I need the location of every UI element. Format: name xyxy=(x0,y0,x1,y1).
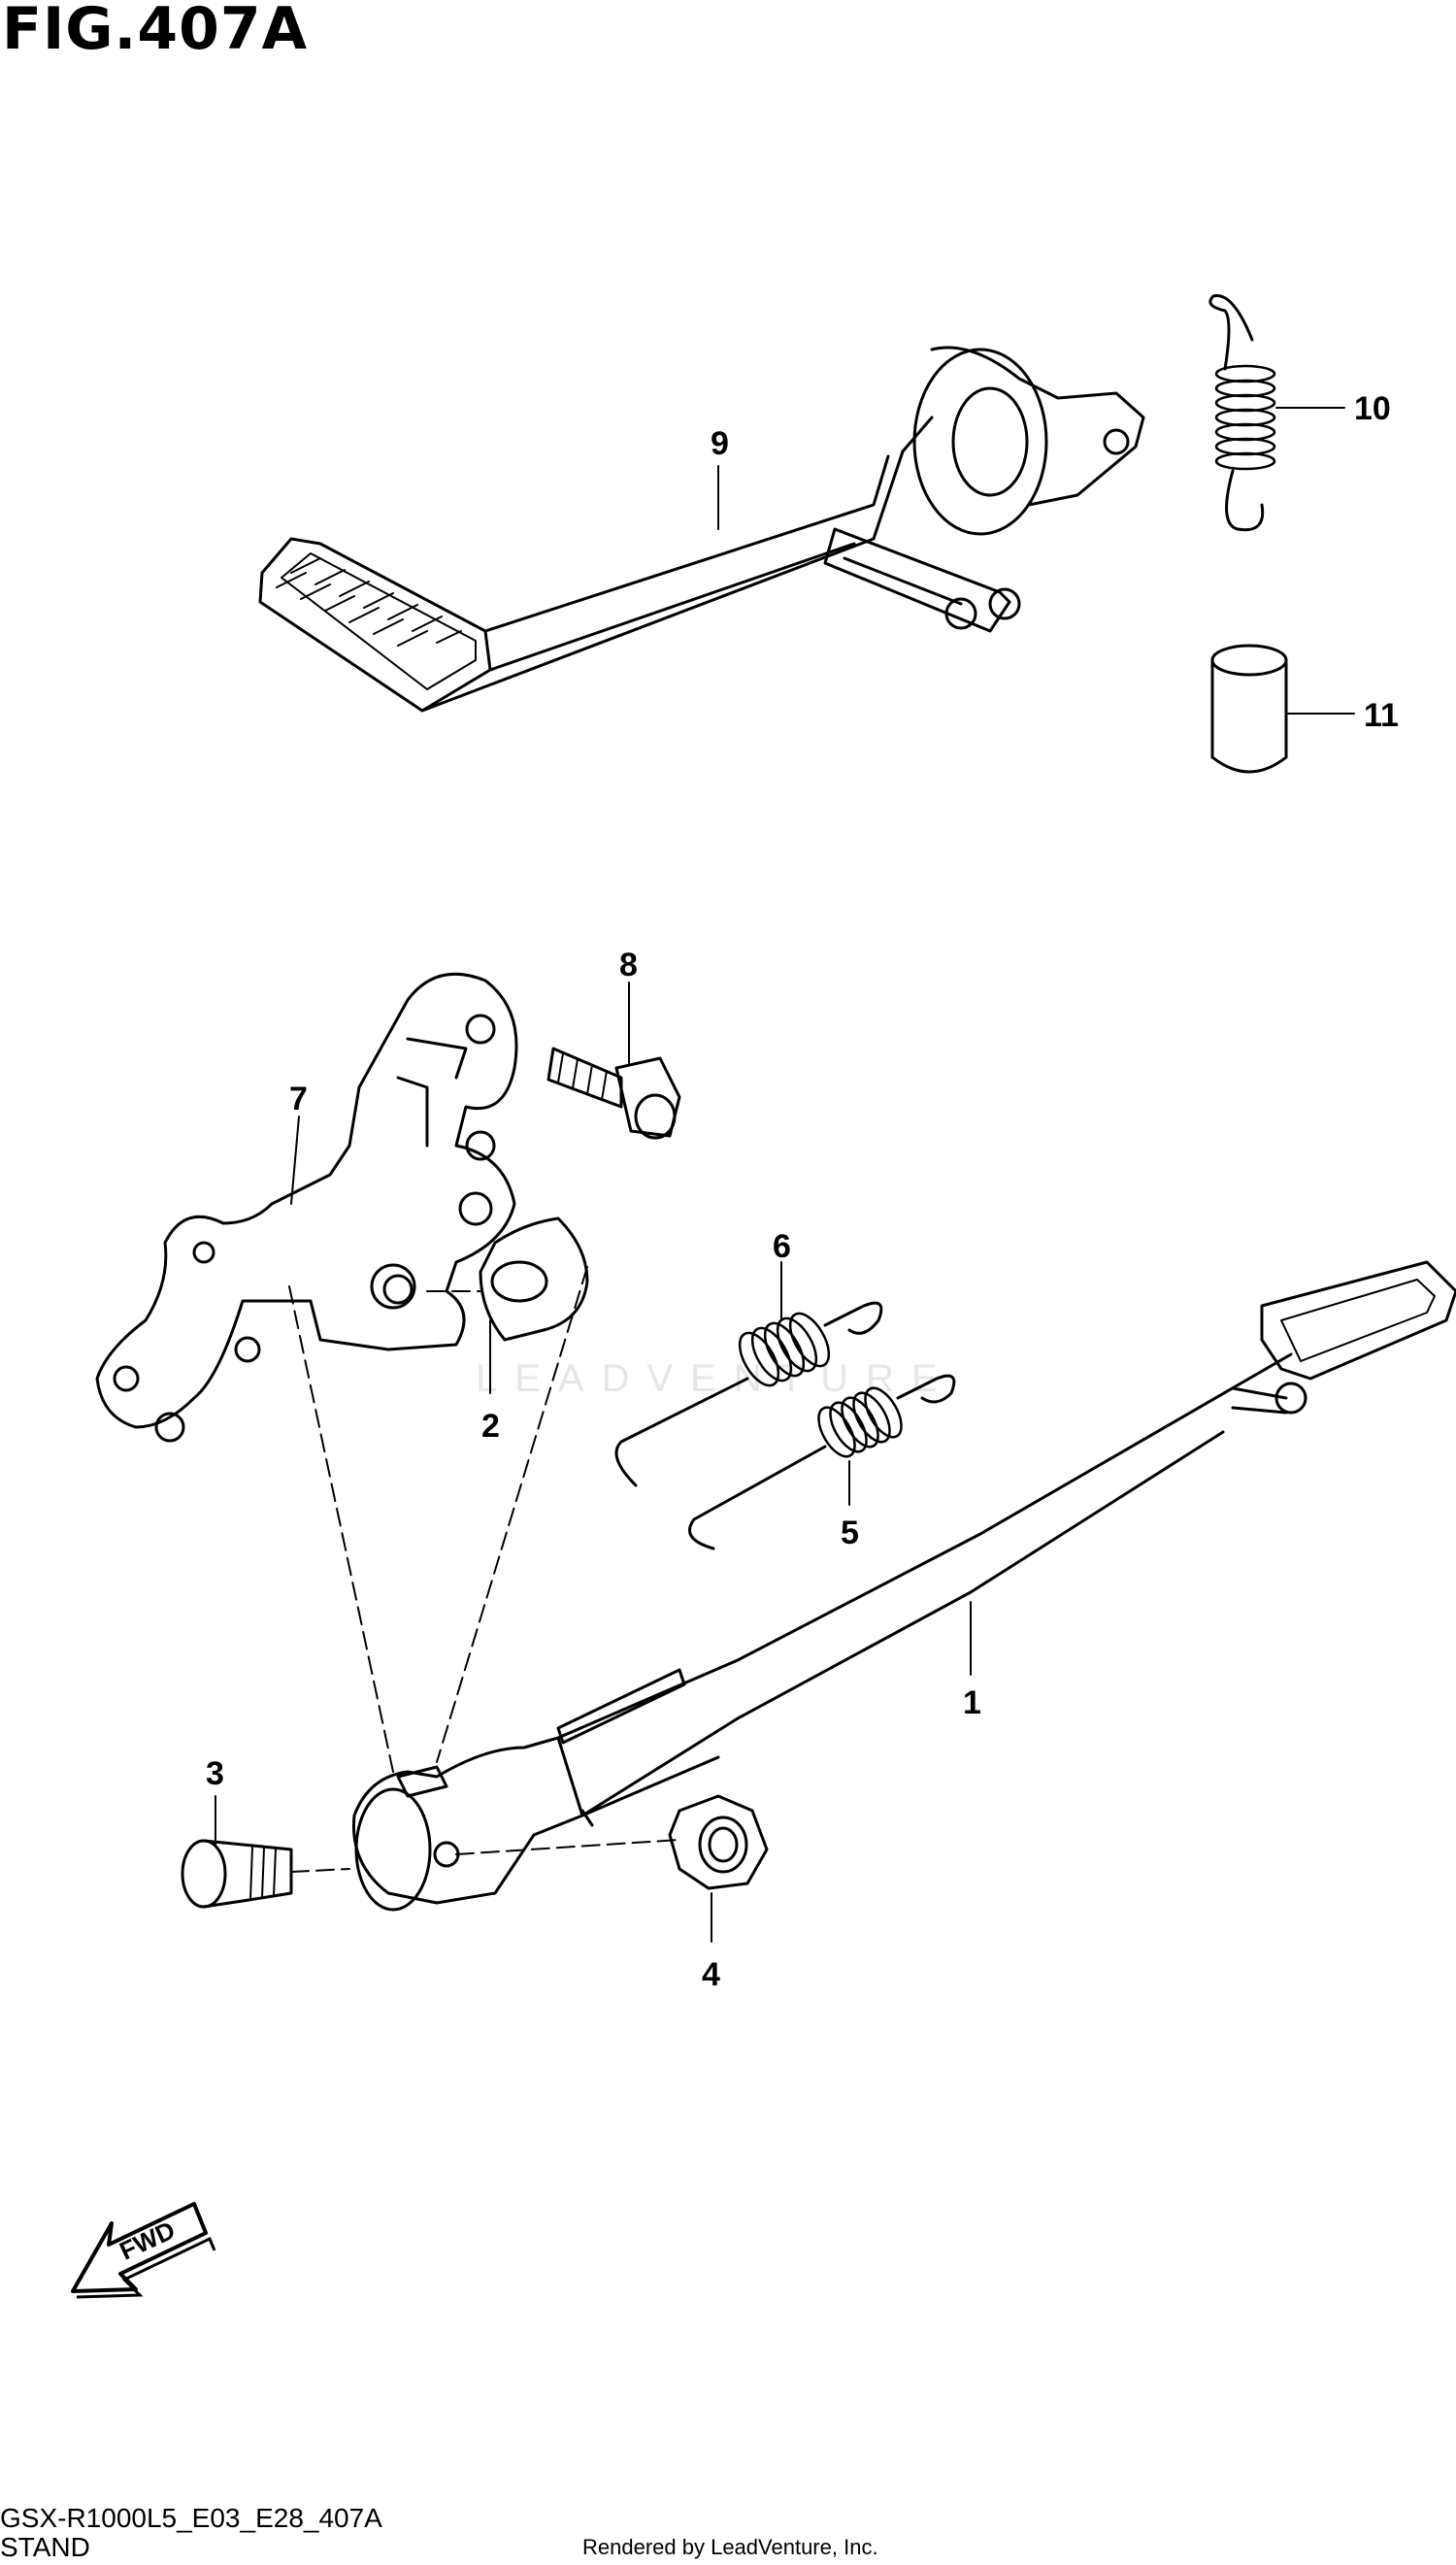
pivot-bolt[interactable] xyxy=(181,1839,293,1909)
callout-8: 8 xyxy=(619,947,638,983)
return-spring[interactable] xyxy=(1208,294,1276,532)
fwd-arrow-icon: FWD xyxy=(71,2202,216,2299)
callout-9: 9 xyxy=(711,425,729,462)
callout-1: 1 xyxy=(963,1684,981,1721)
rear-brake-pedal[interactable] xyxy=(258,346,1145,713)
callout-5: 5 xyxy=(841,1515,859,1551)
model-code: GSX-R1000L5_E03_E28_407A xyxy=(0,2503,382,2533)
callout-7: 7 xyxy=(289,1081,308,1117)
spring-outer[interactable] xyxy=(614,1301,883,1487)
section-name: STAND xyxy=(0,2532,90,2562)
bolt[interactable] xyxy=(546,1047,681,1140)
figure-title: FIG.407A xyxy=(2,0,309,63)
nut[interactable] xyxy=(668,1794,769,1890)
callout-3: 3 xyxy=(206,1755,224,1792)
callout-6: 6 xyxy=(773,1228,791,1265)
callout-4: 4 xyxy=(702,1956,720,1993)
collar[interactable] xyxy=(1210,644,1288,774)
leader-line-7 xyxy=(290,1116,300,1205)
side-stand[interactable] xyxy=(351,1260,1456,1912)
callout-10: 10 xyxy=(1354,390,1391,427)
callout-2: 2 xyxy=(481,1408,500,1445)
render-credit: Rendered by LeadVenture, Inc. xyxy=(582,2535,878,2559)
bracket[interactable] xyxy=(95,972,518,1443)
spring-inner[interactable] xyxy=(688,1374,956,1550)
callout-11: 11 xyxy=(1364,697,1399,734)
bushing-plate[interactable] xyxy=(479,1216,589,1342)
